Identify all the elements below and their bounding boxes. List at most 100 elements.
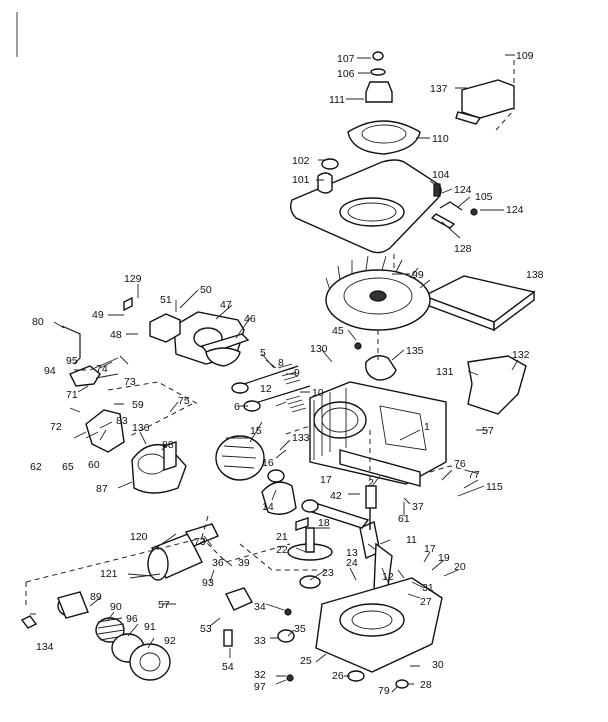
starter-motor — [129, 523, 219, 581]
part-label: 32 — [254, 669, 266, 681]
part-label: 89 — [90, 591, 102, 603]
part-label: 124 — [454, 184, 472, 196]
part-label: 57 — [158, 599, 170, 611]
part-label: 73 — [124, 376, 136, 388]
part-label: 15 — [250, 425, 262, 437]
valves — [231, 363, 311, 413]
part-label: 13 — [346, 547, 358, 559]
part-label: 51 — [160, 294, 172, 306]
part-label: 75 — [178, 395, 190, 407]
part-label: 10 — [312, 387, 324, 399]
crankshaft — [301, 485, 393, 591]
part-label: 110 — [432, 133, 449, 145]
part-label: 30 — [432, 659, 444, 671]
part-label: 87 — [96, 483, 108, 495]
part-label: 97 — [254, 681, 266, 693]
muffler — [215, 435, 297, 515]
part-label: 137 — [430, 83, 448, 95]
part-label: 57 — [482, 425, 494, 437]
part-label: 111 — [329, 94, 345, 106]
part-label: 71 — [66, 389, 78, 401]
part-label: 42 — [330, 490, 342, 502]
part-label: 61 — [398, 513, 410, 525]
part-label: 120 — [130, 531, 148, 543]
part-label: 76 — [454, 458, 466, 470]
part-label: 31 — [422, 582, 434, 594]
fasteners-top-right — [430, 183, 478, 229]
part-label: 33 — [254, 635, 266, 647]
part-label: 59 — [132, 399, 144, 411]
part-label: 106 — [337, 68, 355, 80]
part-label: 9 — [294, 367, 300, 379]
part-label: 46 — [244, 313, 256, 325]
part-label: 91 — [144, 621, 156, 633]
part-label: 88 — [162, 439, 174, 451]
part-label: 60 — [88, 459, 100, 471]
part-label: 49 — [92, 309, 104, 321]
part-label: 23 — [322, 567, 334, 579]
part-label: 80 — [32, 316, 44, 328]
part-label: 16 — [262, 457, 274, 469]
part-label: 99 — [412, 269, 424, 281]
part-label: 5 — [260, 347, 266, 359]
part-label: 130 — [310, 343, 328, 355]
governor-parts — [223, 587, 295, 682]
part-label: 26 — [332, 670, 344, 682]
filter-pad — [422, 275, 536, 332]
part-label: 65 — [62, 461, 74, 473]
part-label: 102 — [292, 155, 310, 167]
part-label: 90 — [110, 601, 122, 613]
part-label: 6 — [234, 401, 240, 413]
part-label: 35 — [294, 623, 306, 635]
part-label: 21 — [276, 531, 288, 543]
part-label: 36 — [212, 557, 224, 569]
part-label: 22 — [276, 544, 288, 556]
part-label: 94 — [44, 365, 56, 377]
camshaft — [287, 517, 333, 561]
part-label: 20 — [454, 561, 466, 573]
part-label: 121 — [100, 568, 118, 580]
part-label: 101 — [292, 174, 310, 186]
part-label: 45 — [332, 325, 344, 337]
carburetor-upper — [123, 296, 250, 367]
part-label: 2 — [368, 477, 374, 489]
part-label: 74 — [96, 363, 108, 375]
part-label: 50 — [200, 284, 212, 296]
part-label: 96 — [126, 613, 138, 625]
part-label: 34 — [254, 601, 266, 613]
part-label: 109 — [516, 50, 534, 62]
crankcase-cover — [299, 575, 443, 689]
part-label: 11 — [406, 534, 417, 546]
part-label: 17 — [424, 543, 436, 555]
part-label: 25 — [300, 655, 312, 667]
part-label: 54 — [222, 661, 234, 673]
part-label: 1 — [424, 421, 430, 433]
part-label: 48 — [110, 329, 122, 341]
part-label: 105 — [475, 191, 493, 203]
part-label: 95 — [66, 355, 78, 367]
part-label: 12 — [260, 383, 272, 395]
part-label: 24 — [346, 557, 358, 569]
part-label: 27 — [420, 596, 432, 608]
part-label: 135 — [406, 345, 424, 357]
part-label: 28 — [420, 679, 432, 691]
part-label: 133 — [292, 432, 310, 444]
part-label: 83 — [116, 415, 128, 427]
part-label: 53 — [200, 623, 212, 635]
part-label: 62 — [30, 461, 42, 473]
leader-lines — [30, 54, 519, 693]
governor-linkage — [61, 325, 119, 387]
part-label: 37 — [412, 501, 424, 513]
part-label: 47 — [220, 299, 232, 311]
baffle-plate — [467, 355, 527, 415]
part-label: 138 — [526, 269, 544, 281]
part-label: 107 — [337, 53, 355, 65]
callout-labels: 107 109 106 111 137 110 102 101 104 124 … — [30, 50, 544, 697]
part-label: 39 — [238, 557, 250, 569]
part-label: 14 — [262, 501, 274, 513]
part-label: 128 — [454, 243, 472, 255]
part-label: 77 — [468, 469, 480, 481]
part-label: 73 — [194, 536, 206, 548]
air-cleaner-cover — [289, 51, 442, 254]
